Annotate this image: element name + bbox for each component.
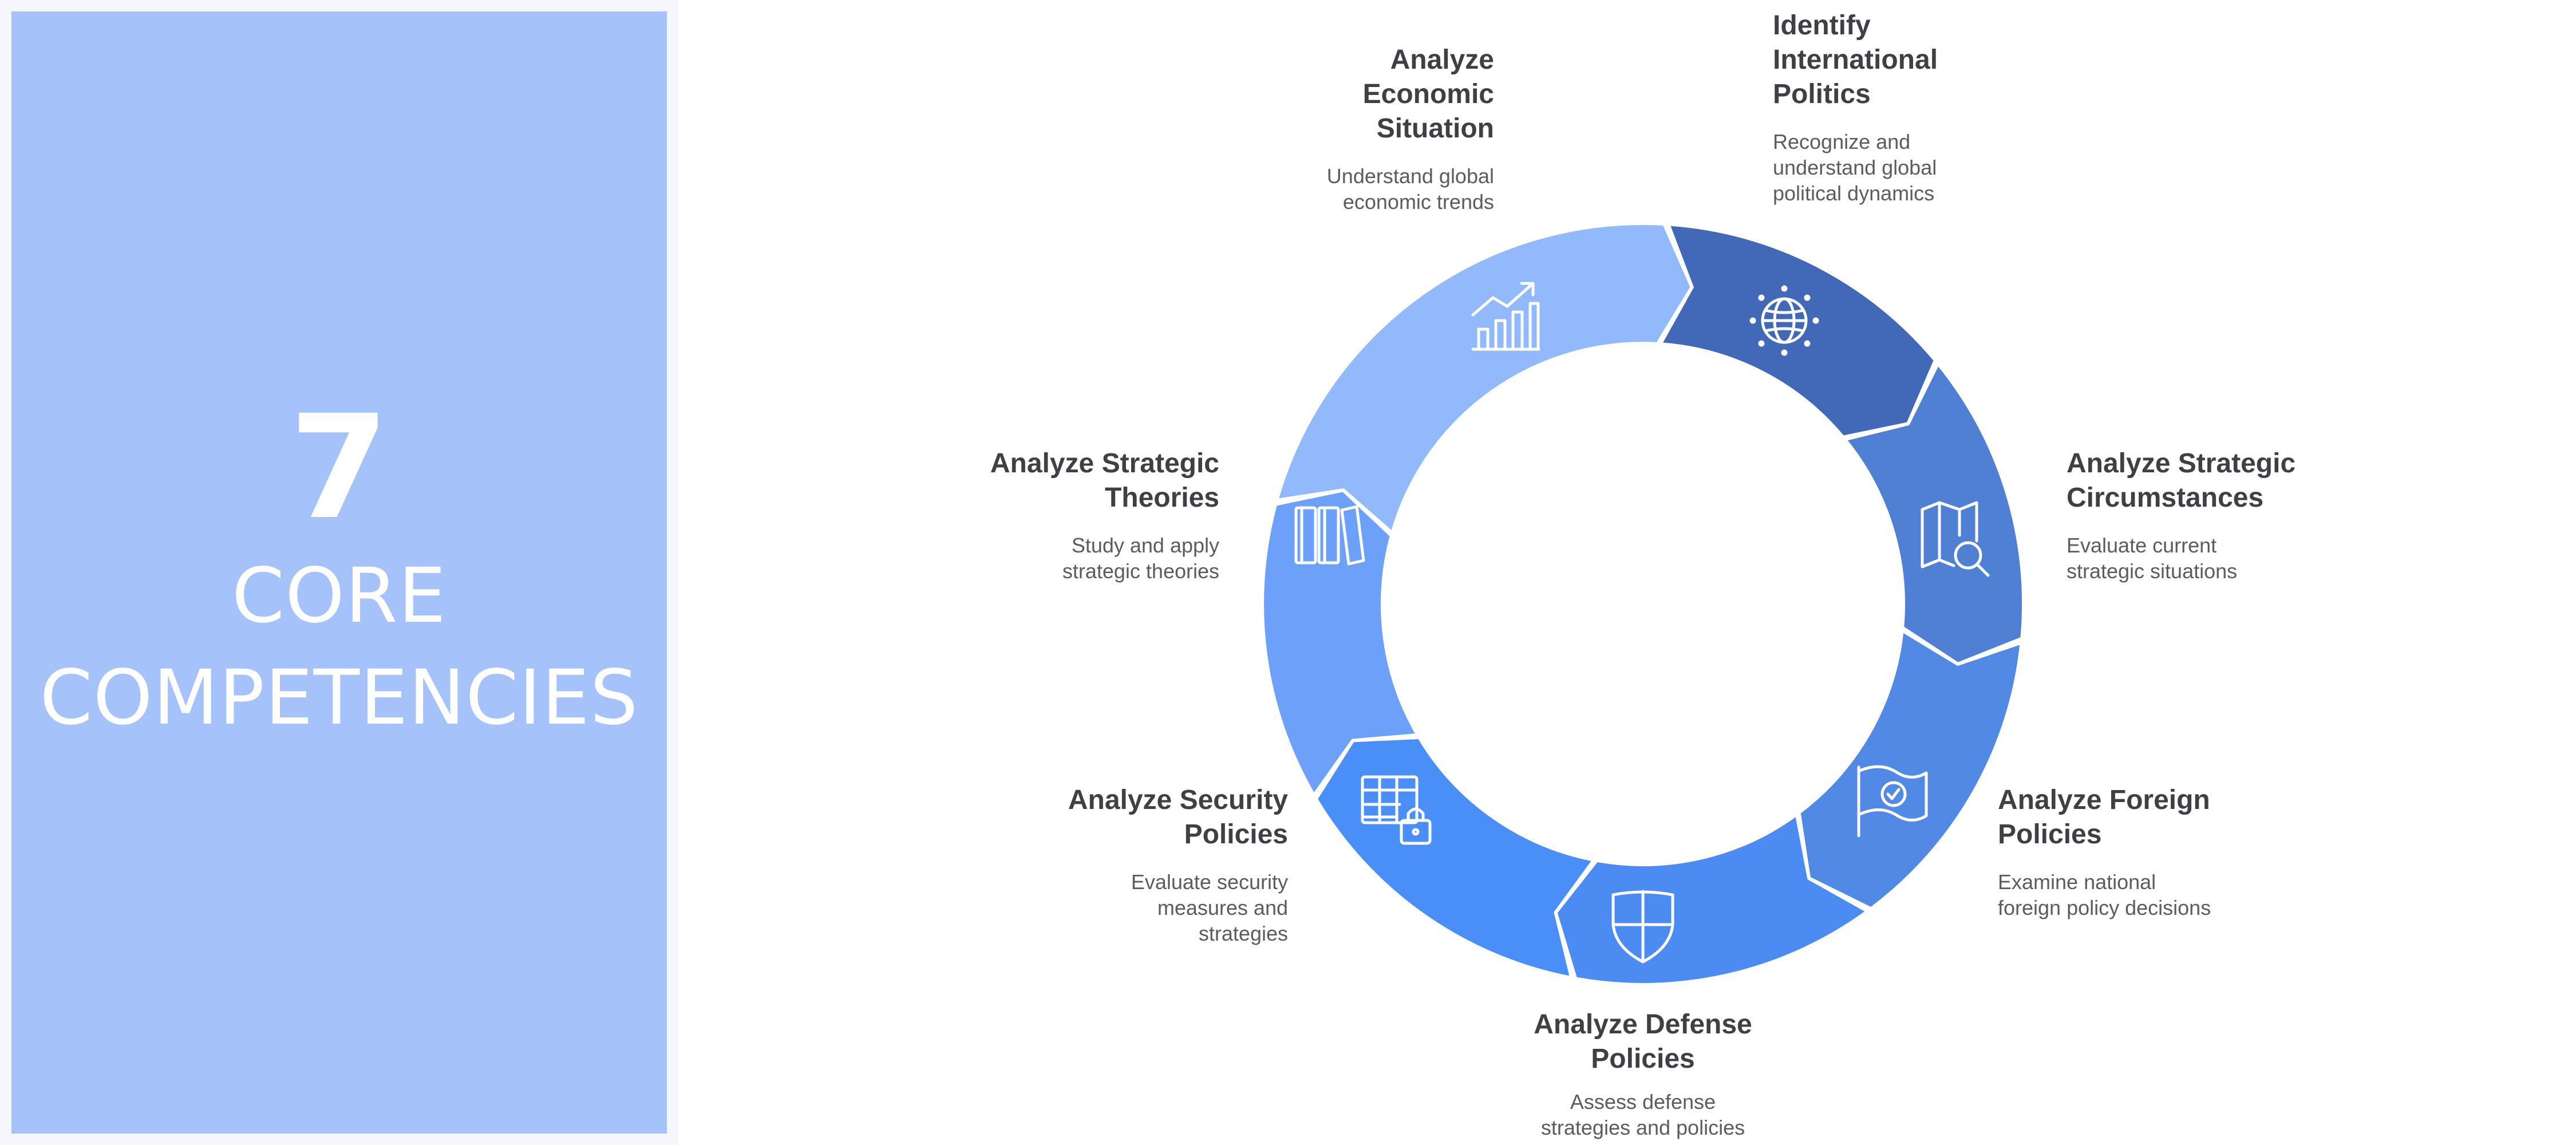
cycle-segment-analyze-defense-policies [1554, 812, 1870, 986]
step-analyze-security-policies: Analyze Security Policies Evaluate secur… [1013, 783, 1288, 946]
step-title: Identify International Politics [1773, 10, 1938, 109]
title-line-1: CORE [231, 551, 447, 640]
step-title: Analyze Economic Situation [1362, 45, 1494, 144]
step-title: Analyze Defense Policies [1534, 1009, 1752, 1074]
step-identify-international-politics: Identify International Politics Recogniz… [1773, 9, 2013, 206]
cycle-wedges [1261, 222, 2025, 986]
chart-growth-icon [1471, 282, 1540, 351]
cycle-icons [1294, 282, 1990, 964]
flag-check-icon [1857, 765, 1928, 838]
cycle-segment-analyze-security-policies [1314, 735, 1596, 980]
step-analyze-economic-situation: Analyze Economic Situation Understand gl… [1265, 43, 1494, 215]
step-description: Understand global economic trends [1326, 164, 1494, 214]
title-line-2: COMPETENCIES [39, 654, 639, 742]
step-description: Evaluate current strategic situations [2067, 534, 2238, 583]
map-search-icon [1921, 501, 1990, 577]
cycle-segment-analyze-foreign-policies [1797, 628, 2024, 911]
step-title: Analyze Foreign Policies [1998, 785, 2210, 850]
step-title: Analyze Security Policies [1068, 785, 1288, 850]
step-description: Evaluate security measures and strategie… [1131, 870, 1288, 945]
title-panel: 7 CORE COMPETENCIES [11, 11, 667, 1134]
cycle-segment-analyze-strategic-circumstances [1843, 361, 2025, 666]
globe-icon [1749, 285, 1819, 356]
step-description: Assess defense strategies and policies [1540, 1090, 1745, 1139]
step-title: Analyze Strategic Circumstances [2067, 448, 2296, 513]
step-description: Study and apply strategic theories [1062, 534, 1219, 583]
cycle-segment-analyze-strategic-theories [1261, 488, 1420, 797]
books-icon [1294, 505, 1365, 566]
step-description: Examine national foreign policy decision… [1998, 870, 2211, 919]
step-analyze-foreign-policies: Analyze Foreign Policies Examine nationa… [1998, 783, 2273, 921]
step-description: Recognize and understand global politica… [1773, 130, 1937, 205]
competency-count: 7 [289, 384, 389, 551]
shield-icon [1611, 890, 1674, 964]
table-lock-icon [1361, 775, 1432, 845]
cycle-segment-analyze-economic-situation [1275, 222, 1694, 535]
step-analyze-strategic-theories: Analyze Strategic Theories Study and app… [945, 447, 1219, 584]
step-title: Analyze Strategic Theories [990, 448, 1219, 513]
step-analyze-strategic-circumstances: Analyze Strategic Circumstances Evaluate… [2067, 447, 2341, 584]
step-analyze-defense-policies: Analyze Defense Policies Assess defense … [1500, 1008, 1786, 1140]
